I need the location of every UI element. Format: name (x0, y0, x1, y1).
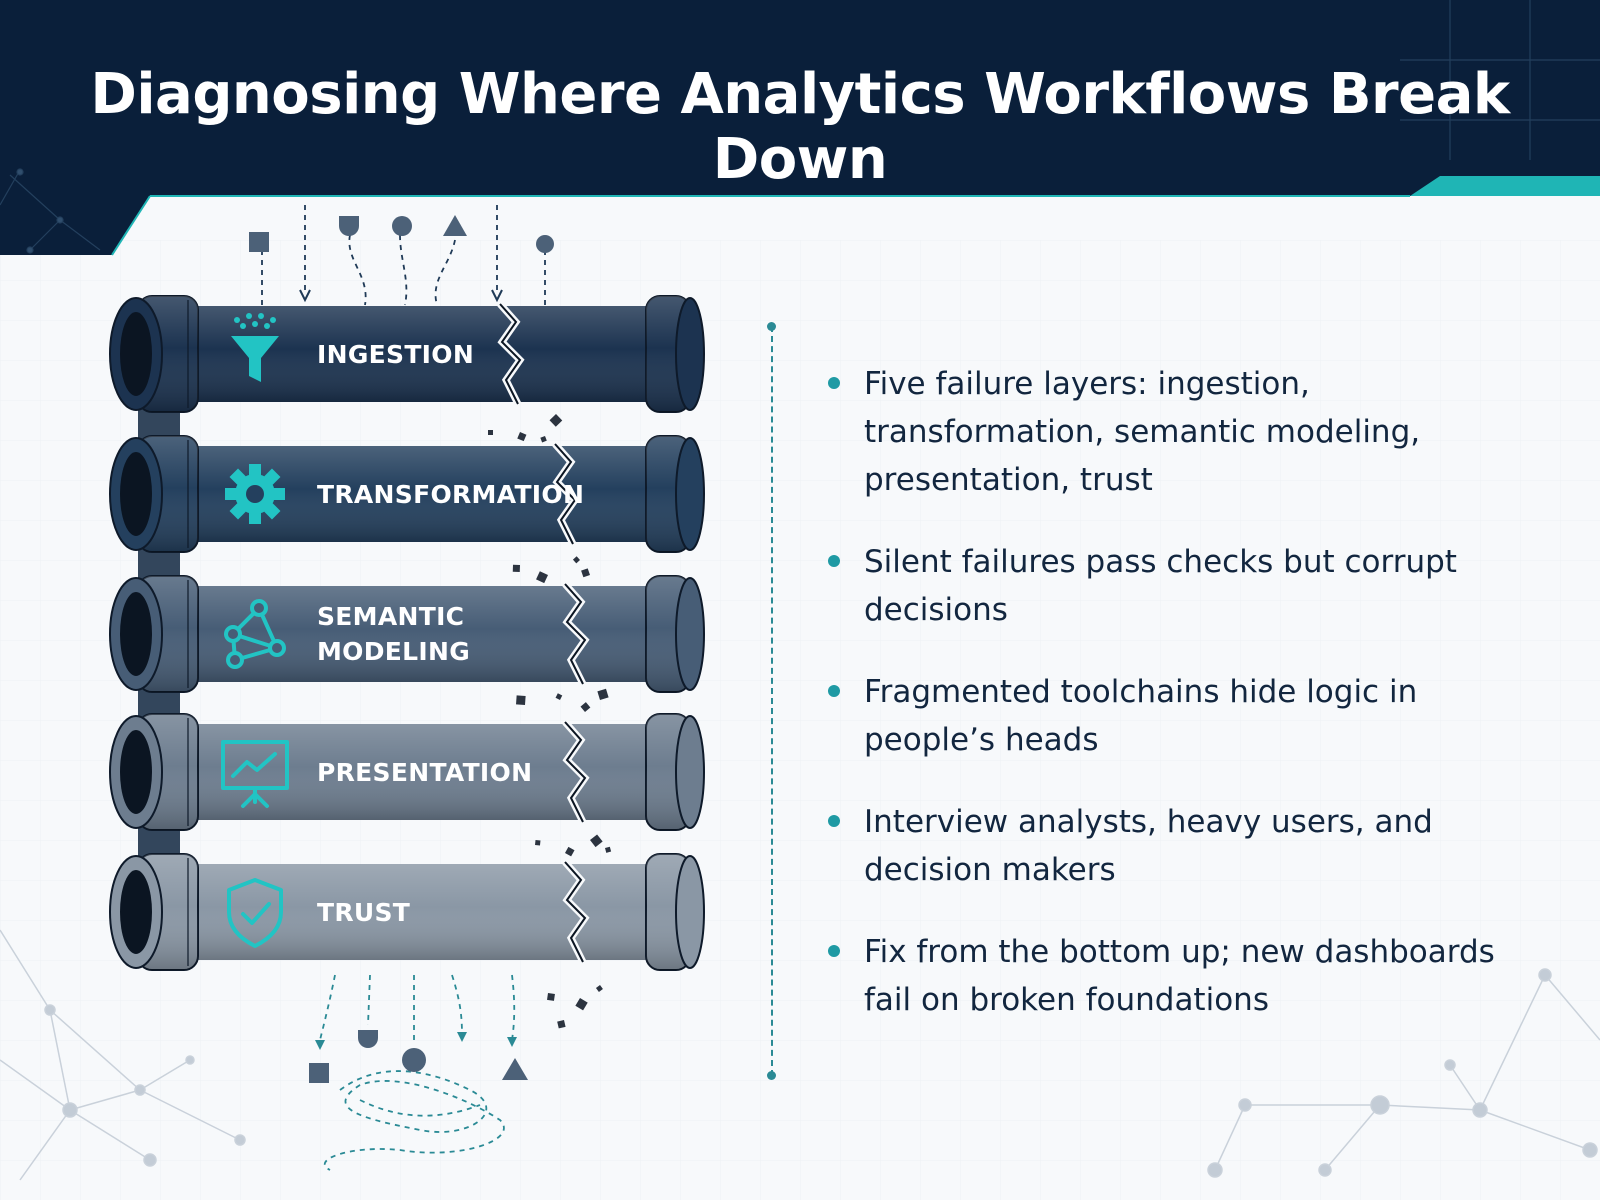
crack-debris (488, 414, 612, 1029)
debris-piece (512, 564, 520, 572)
pipeline-diagram (109, 205, 705, 1171)
key-point-item: Silent failures pass checks but corrupt … (826, 538, 1546, 634)
debris-piece (595, 984, 603, 992)
bullet-dot-icon (828, 945, 840, 957)
layer-label: PRESENTATION (317, 757, 533, 787)
circle-shape (392, 216, 412, 236)
header-shape (0, 0, 1600, 256)
layer-label: SEMANTIC (317, 602, 465, 631)
layer-label: TRUST (317, 897, 411, 927)
debris-piece (581, 568, 591, 578)
key-point-text: Fix from the bottom up; new dashboards f… (864, 934, 1495, 1018)
divider-top-dot (767, 322, 776, 331)
header-accent-stripe (1410, 176, 1600, 196)
debris-piece (555, 693, 563, 701)
layer-label: INGESTION (317, 339, 475, 369)
debris-piece (549, 414, 563, 427)
debris-piece (589, 834, 603, 848)
funnel-icon (231, 313, 279, 382)
triangle-shape (443, 215, 467, 236)
debris-piece (575, 998, 588, 1011)
bullet-dot-icon (828, 685, 840, 697)
key-point-item: Fix from the bottom up; new dashboards f… (826, 928, 1546, 1024)
debris-piece (605, 846, 612, 853)
debris-piece (534, 840, 541, 846)
debris-piece (557, 1019, 566, 1029)
key-point-item: Interview analysts, heavy users, and dec… (826, 798, 1546, 894)
square-shape (249, 232, 269, 252)
input-flow-arrows (261, 205, 546, 306)
key-point-item: Fragmented toolchains hide logic in peop… (826, 668, 1546, 764)
key-points-list: Five failure layers: ingestion, transfor… (826, 360, 1546, 1058)
debris-piece (536, 571, 548, 584)
header-background (0, 0, 1600, 255)
output-shapes (309, 1030, 528, 1083)
input-shapes (249, 215, 554, 303)
debris-piece (572, 556, 581, 564)
pentagon-shape (339, 216, 359, 236)
pipe-segment (109, 575, 705, 724)
layer-label: MODELING (317, 637, 471, 666)
pentagon-shape-out (358, 1030, 378, 1048)
key-point-text: Five failure layers: ingestion, transfor… (864, 366, 1421, 498)
debris-piece (547, 993, 555, 1001)
output-flow-arrows (319, 974, 516, 1171)
debris-piece (488, 430, 493, 435)
bullet-dot-icon (828, 377, 840, 389)
key-point-text: Interview analysts, heavy users, and dec… (864, 804, 1433, 888)
layer-label: TRANSFORMATION (317, 479, 585, 509)
square-shape-out (309, 1063, 329, 1083)
pipe-segment (109, 435, 705, 584)
page-title: Diagnosing Where Analytics Workflows Bre… (90, 62, 1510, 192)
circle-shape-out (402, 1048, 426, 1072)
triangle-shape-out (502, 1058, 528, 1080)
debris-piece (517, 431, 527, 442)
network-nodes-icon (224, 599, 286, 669)
key-point-text: Fragmented toolchains hide logic in peop… (864, 674, 1418, 758)
bullet-dot-icon (828, 815, 840, 827)
debris-piece (516, 695, 526, 705)
debris-piece (597, 688, 609, 700)
pipe-segment (109, 853, 705, 971)
gear-icon (225, 464, 285, 524)
debris-piece (580, 702, 591, 712)
bullet-dot-icon (828, 555, 840, 567)
pipe-segment (109, 295, 705, 444)
presentation-chart-icon (221, 740, 289, 808)
debris-piece (540, 436, 547, 443)
key-point-item: Five failure layers: ingestion, transfor… (826, 360, 1546, 504)
pipe-segment (109, 713, 705, 862)
key-point-text: Silent failures pass checks but corrupt … (864, 544, 1457, 628)
debris-piece (565, 846, 575, 857)
dot-shape (536, 235, 554, 253)
shield-check-icon (227, 878, 283, 948)
vertical-divider (771, 326, 773, 1076)
divider-bottom-dot (767, 1071, 776, 1080)
header-band: Diagnosing Where Analytics Workflows Bre… (0, 0, 1600, 256)
